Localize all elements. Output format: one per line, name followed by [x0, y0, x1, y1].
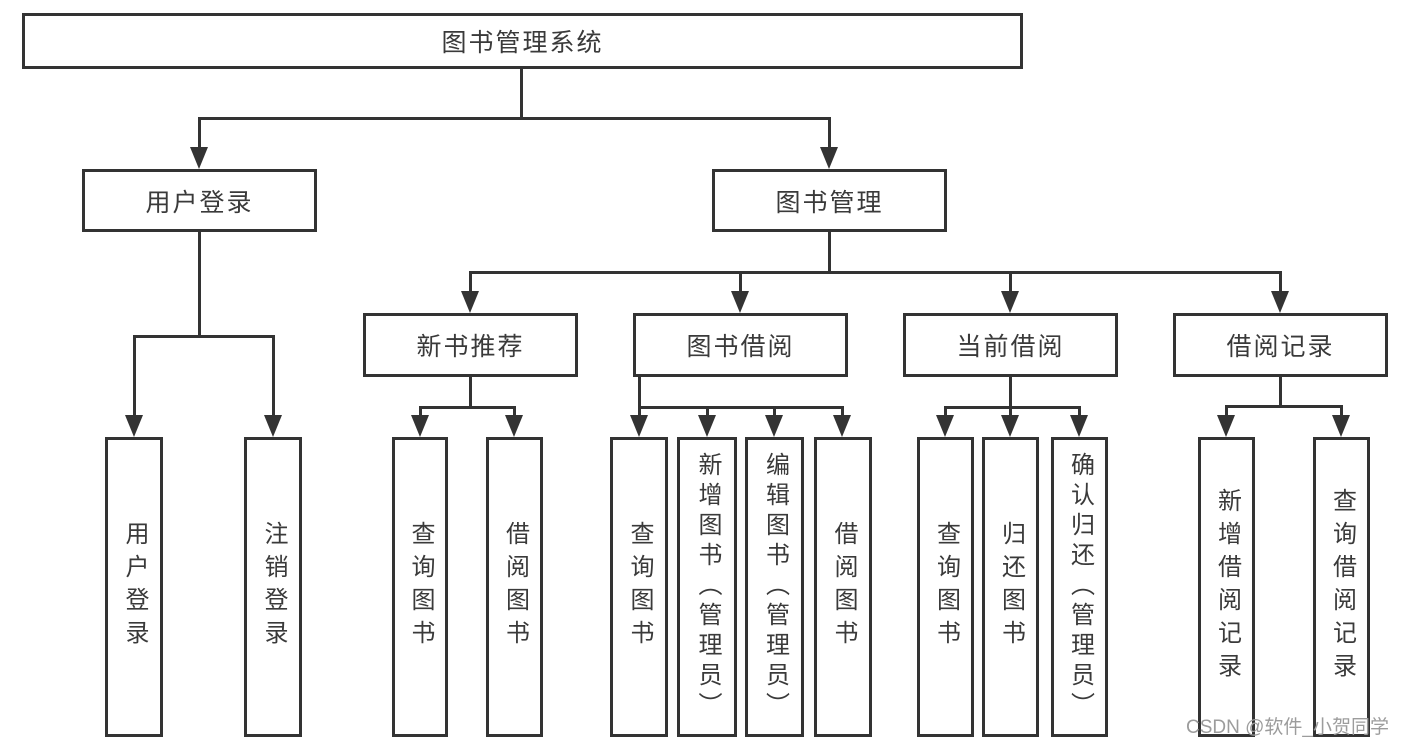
node-bb-borrow-book: 借阅图书 [814, 437, 872, 737]
arrowhead-down-icon [698, 415, 716, 437]
connector-line [1279, 271, 1282, 295]
node-label: 当前借阅 [956, 333, 1065, 361]
connector-line [513, 406, 516, 419]
connector-line [419, 406, 422, 419]
connector-line [828, 232, 831, 274]
connector-line [638, 406, 844, 409]
node-label: 用户登录 [145, 188, 254, 217]
node-leaf-logout: 注销登录 [244, 437, 302, 737]
node-current-borrowing: 当前借阅 [903, 313, 1118, 377]
node-label: 新增图书（管理员） [694, 452, 721, 722]
connector-line [1009, 406, 1012, 419]
connector-line [944, 406, 947, 419]
arrowhead-down-icon [125, 415, 143, 437]
node-library-management-system: 图书管理系统 [22, 13, 1023, 69]
arrowhead-down-icon [630, 415, 648, 437]
node-br-add-record: 新增借阅记录 [1198, 437, 1255, 737]
arrowhead-down-icon [411, 415, 429, 437]
connector-line [841, 406, 844, 419]
node-label: 确认归还（管理员） [1066, 452, 1094, 722]
node-cb-confirm-return-admin: 确认归还（管理员） [1051, 437, 1108, 737]
node-label: 借阅记录 [1226, 333, 1335, 361]
arrowhead-down-icon [190, 147, 208, 169]
node-label: 用户登录 [121, 521, 148, 653]
node-rec-query-book: 查询图书 [392, 437, 448, 737]
arrowhead-down-icon [820, 147, 838, 169]
connector-line [133, 335, 136, 419]
arrowhead-down-icon [1217, 415, 1235, 437]
arrowhead-down-icon [1332, 415, 1350, 437]
arrowhead-down-icon [461, 291, 479, 313]
connector-line [469, 271, 472, 295]
node-label: 新书推荐 [416, 333, 525, 361]
connector-line [1225, 405, 1228, 419]
node-new-book-recommendation: 新书推荐 [363, 313, 578, 377]
connector-line [272, 335, 275, 419]
node-label: 图书管理 [775, 188, 884, 217]
connector-line [638, 377, 641, 408]
node-bb-query-book: 查询图书 [610, 437, 668, 737]
node-label: 编辑图书（管理员） [761, 452, 789, 722]
node-label: 图书管理系统 [441, 29, 604, 57]
node-bb-edit-book-admin: 编辑图书（管理员） [745, 437, 804, 737]
connector-line [828, 117, 831, 149]
node-rec-borrow-book: 借阅图书 [486, 437, 543, 737]
connector-line [706, 406, 709, 419]
connector-line [1078, 406, 1081, 419]
connector-line [469, 377, 472, 408]
node-book-management: 图书管理 [712, 169, 947, 232]
node-label: 查询图书 [932, 521, 960, 653]
node-br-query-record: 查询借阅记录 [1313, 437, 1370, 737]
node-label: 查询图书 [626, 521, 653, 653]
connector-line [198, 117, 831, 120]
connector-line [133, 335, 275, 338]
connector-line [638, 406, 641, 419]
arrowhead-down-icon [1070, 415, 1088, 437]
node-label: 查询借阅记录 [1328, 488, 1356, 686]
connector-line [944, 406, 1081, 409]
node-label: 注销登录 [260, 521, 287, 653]
node-book-borrowing: 图书借阅 [633, 313, 848, 377]
connector-line [520, 69, 523, 117]
connector-line [773, 406, 776, 419]
node-cb-query-book: 查询图书 [917, 437, 974, 737]
arrowhead-down-icon [1271, 291, 1289, 313]
node-label: 借阅图书 [830, 521, 857, 653]
arrowhead-down-icon [264, 415, 282, 437]
connector-line [1009, 377, 1012, 408]
connector-line [469, 271, 1282, 274]
connector-line [198, 117, 201, 149]
connector-line [198, 232, 201, 338]
arrowhead-down-icon [936, 415, 954, 437]
node-label: 图书借阅 [686, 333, 795, 361]
node-cb-return-book: 归还图书 [982, 437, 1039, 737]
arrowhead-down-icon [505, 415, 523, 437]
csdn-watermark: CSDN @软件_小贺同学 [1186, 717, 1389, 738]
connector-line [1225, 405, 1343, 408]
node-label: 查询图书 [407, 521, 434, 653]
node-user-login: 用户登录 [82, 169, 317, 232]
node-borrowing-records: 借阅记录 [1173, 313, 1388, 377]
node-leaf-user-login: 用户登录 [105, 437, 163, 737]
arrowhead-down-icon [765, 415, 783, 437]
arrowhead-down-icon [731, 291, 749, 313]
connector-line [419, 406, 516, 409]
connector-line [739, 271, 742, 295]
node-label: 借阅图书 [501, 521, 529, 653]
connector-line [1009, 271, 1012, 295]
node-label: 新增借阅记录 [1213, 488, 1241, 686]
connector-line [1279, 377, 1282, 407]
node-label: 归还图书 [997, 521, 1025, 653]
arrowhead-down-icon [833, 415, 851, 437]
arrowhead-down-icon [1001, 291, 1019, 313]
connector-line [1340, 405, 1343, 419]
node-bb-add-book-admin: 新增图书（管理员） [677, 437, 737, 737]
arrowhead-down-icon [1001, 415, 1019, 437]
